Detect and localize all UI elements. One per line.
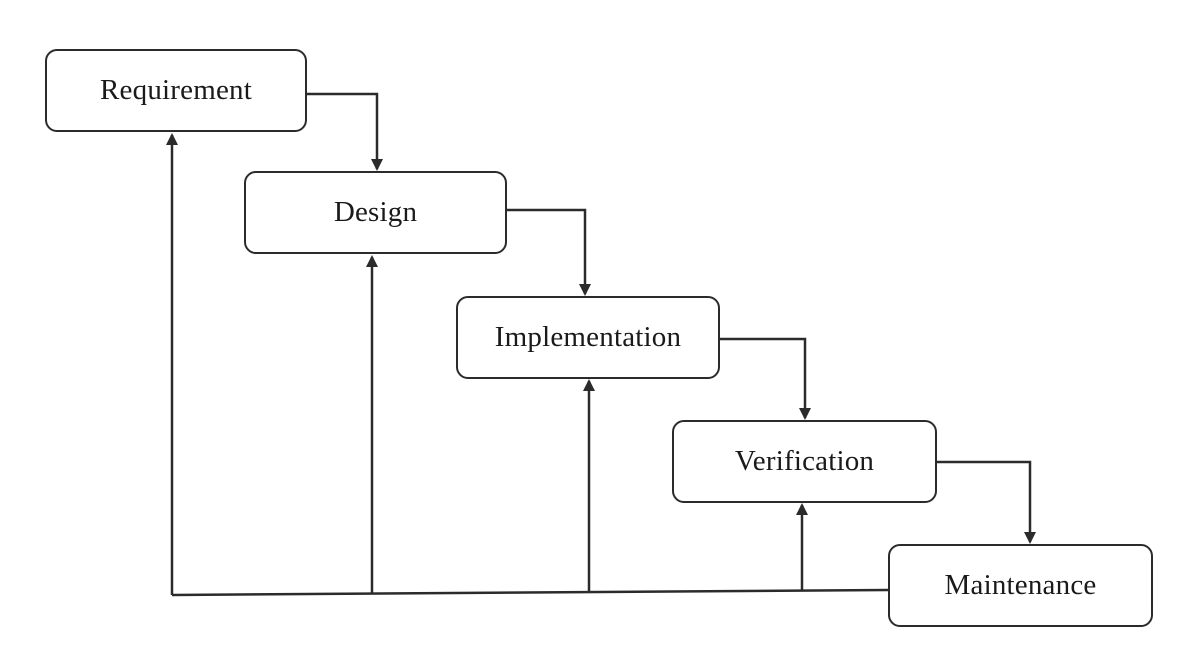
stage-box-maintenance: Maintenance bbox=[888, 544, 1153, 627]
flow-arrow-design-to-implementation bbox=[507, 208, 591, 296]
stage-box-requirement: Requirement bbox=[45, 49, 307, 132]
feedback-baseline bbox=[171, 588, 889, 597]
stage-box-design: Design bbox=[244, 171, 507, 254]
stage-label-requirement: Requirement bbox=[100, 74, 252, 106]
stage-box-implementation: Implementation bbox=[456, 296, 720, 379]
flow-arrow-verification-to-maintenance bbox=[937, 460, 1036, 544]
flow-arrow-requirement-to-design bbox=[307, 92, 383, 171]
stage-box-verification: Verification bbox=[672, 420, 937, 503]
stage-label-design: Design bbox=[333, 196, 418, 228]
stage-label-maintenance: Maintenance bbox=[944, 569, 1097, 601]
stage-label-verification: Verification bbox=[734, 445, 875, 477]
stage-label-implementation: Implementation bbox=[494, 321, 682, 353]
flow-arrow-implementation-to-verification bbox=[720, 337, 811, 420]
